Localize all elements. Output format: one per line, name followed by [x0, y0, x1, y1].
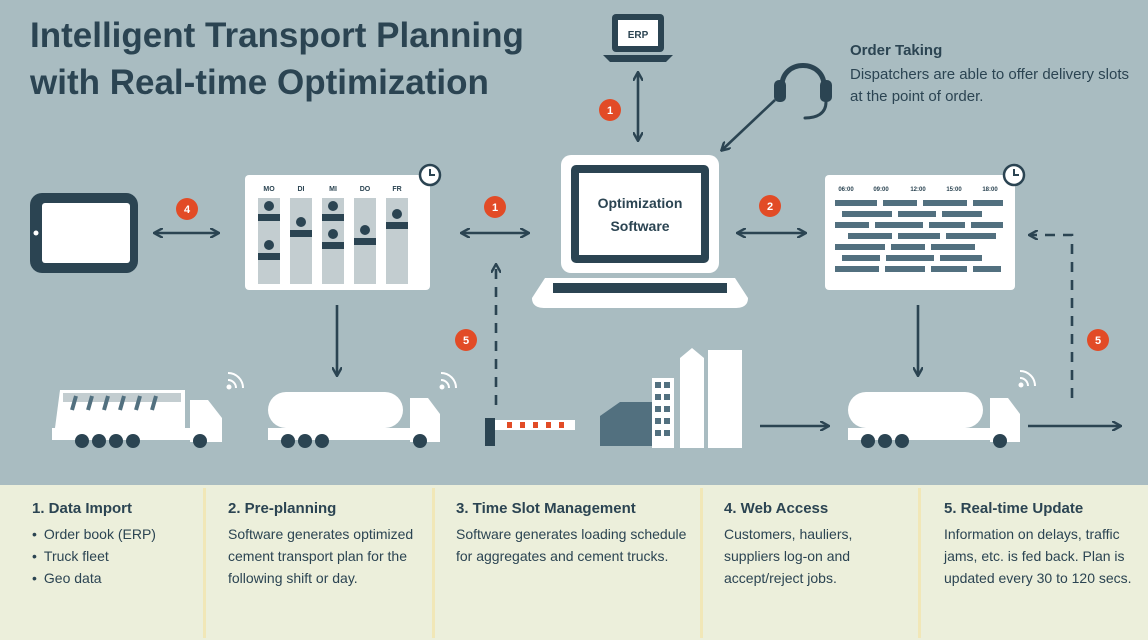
headset-icon: [774, 63, 832, 120]
time-header-1500: 15:00: [946, 187, 962, 193]
step-marker-erp-number: 1: [607, 105, 613, 117]
weekday-do: DO: [360, 186, 371, 193]
step-marker-truck-right: 5: [1087, 329, 1109, 351]
weekday-fr: FR: [392, 186, 401, 193]
transport-flow-diagram: ERP Optimization Software MO DI MI DO: [30, 14, 1148, 448]
column-text: Software generates loading schedule for …: [456, 526, 687, 564]
time-header-1800: 18:00: [982, 187, 998, 193]
column-divider: [700, 488, 703, 638]
column-text: Customers, hauliers, suppliers log-on an…: [724, 526, 853, 586]
column-text: Software generates optimized cement tran…: [228, 526, 414, 586]
step-marker-schedule: 2: [759, 195, 781, 217]
column-realtime-update: 5. Real-time Update Information on delay…: [944, 498, 1144, 589]
clock-icon: [1002, 163, 1026, 187]
step-marker-schedule-number: 2: [767, 201, 773, 213]
order-taking-title: Order Taking: [850, 42, 943, 59]
order-arrow: [722, 99, 776, 150]
time-header-0900: 09:00: [873, 187, 889, 193]
weekly-plan-board: MO DI MI DO FR: [245, 163, 442, 290]
column-heading: 5. Real-time Update: [944, 500, 1084, 517]
wifi-signal-icon: [1018, 370, 1036, 388]
step-marker-gate: 5: [455, 329, 477, 351]
column-web-access: 4. Web Access Customers, hauliers, suppl…: [724, 498, 909, 589]
weekday-di: DI: [298, 186, 305, 193]
column-divider: [203, 488, 206, 638]
optimization-laptop-icon: Optimization Software: [532, 155, 748, 308]
wifi-signal-icon: [226, 372, 244, 390]
column-pre-planning: 2. Pre-planning Software generates optim…: [228, 498, 423, 589]
column-data-import: 1. Data Import Order book (ERP) Truck fl…: [32, 498, 197, 589]
cement-plant-icon: [600, 348, 742, 448]
step-marker-weekplan: 1: [484, 196, 506, 218]
laptop-label-line-2: Software: [610, 218, 669, 234]
planned-truck-markers: [258, 201, 408, 260]
bullet-list: Order book (ERP) Truck fleet Geo data: [32, 523, 197, 589]
column-heading: 1. Data Import: [32, 500, 133, 517]
list-item: Geo data: [32, 567, 197, 589]
erp-label: ERP: [628, 30, 649, 41]
tablet-icon: [30, 193, 138, 273]
cement-truck-left-icon: [268, 392, 440, 448]
column-text: Information on delays, traffic jams, etc…: [944, 526, 1132, 586]
erp-laptop-icon: ERP: [603, 14, 673, 62]
column-time-slot-management: 3. Time Slot Management Software generat…: [456, 498, 696, 567]
schedule-slots: [835, 200, 1003, 272]
step-marker-truck-right-number: 5: [1095, 335, 1101, 347]
dump-truck-icon: [52, 390, 222, 448]
clock-icon: [418, 163, 442, 187]
list-item: Truck fleet: [32, 545, 197, 567]
column-divider: [918, 488, 921, 638]
realtime-feedback-dashed-arrow: [1030, 235, 1074, 398]
laptop-label-line-1: Optimization: [598, 195, 683, 211]
time-header-1200: 12:00: [910, 187, 926, 193]
title-line-1: Intelligent Transport Planning: [30, 16, 524, 55]
column-heading: 3. Time Slot Management: [456, 500, 636, 517]
title-line-2: with Real-time Optimization: [30, 63, 489, 102]
time-schedule-board: 06:00 09:00 12:00 15:00 18:00: [825, 163, 1026, 290]
step-marker-tablet: 4: [176, 198, 198, 220]
list-item: Order book (ERP): [32, 523, 197, 545]
time-header-0600: 06:00: [838, 187, 854, 193]
wifi-signal-icon: [439, 372, 457, 390]
page-title: Intelligent Transport Planning with Real…: [30, 12, 524, 106]
step-marker-weekplan-number: 1: [492, 202, 498, 214]
loading-gate-icon: [485, 418, 575, 446]
cement-truck-right-icon: [848, 392, 1020, 448]
step-marker-tablet-number: 4: [184, 204, 191, 216]
order-taking-text: Dispatchers are able to offer delivery s…: [850, 66, 1130, 105]
column-heading: 4. Web Access: [724, 500, 829, 517]
column-divider: [432, 488, 435, 638]
weekday-mo: MO: [263, 186, 275, 193]
step-marker-gate-number: 5: [463, 335, 469, 347]
step-marker-erp: 1: [599, 99, 621, 121]
column-heading: 2. Pre-planning: [228, 500, 337, 517]
weekday-mi: MI: [329, 186, 337, 193]
